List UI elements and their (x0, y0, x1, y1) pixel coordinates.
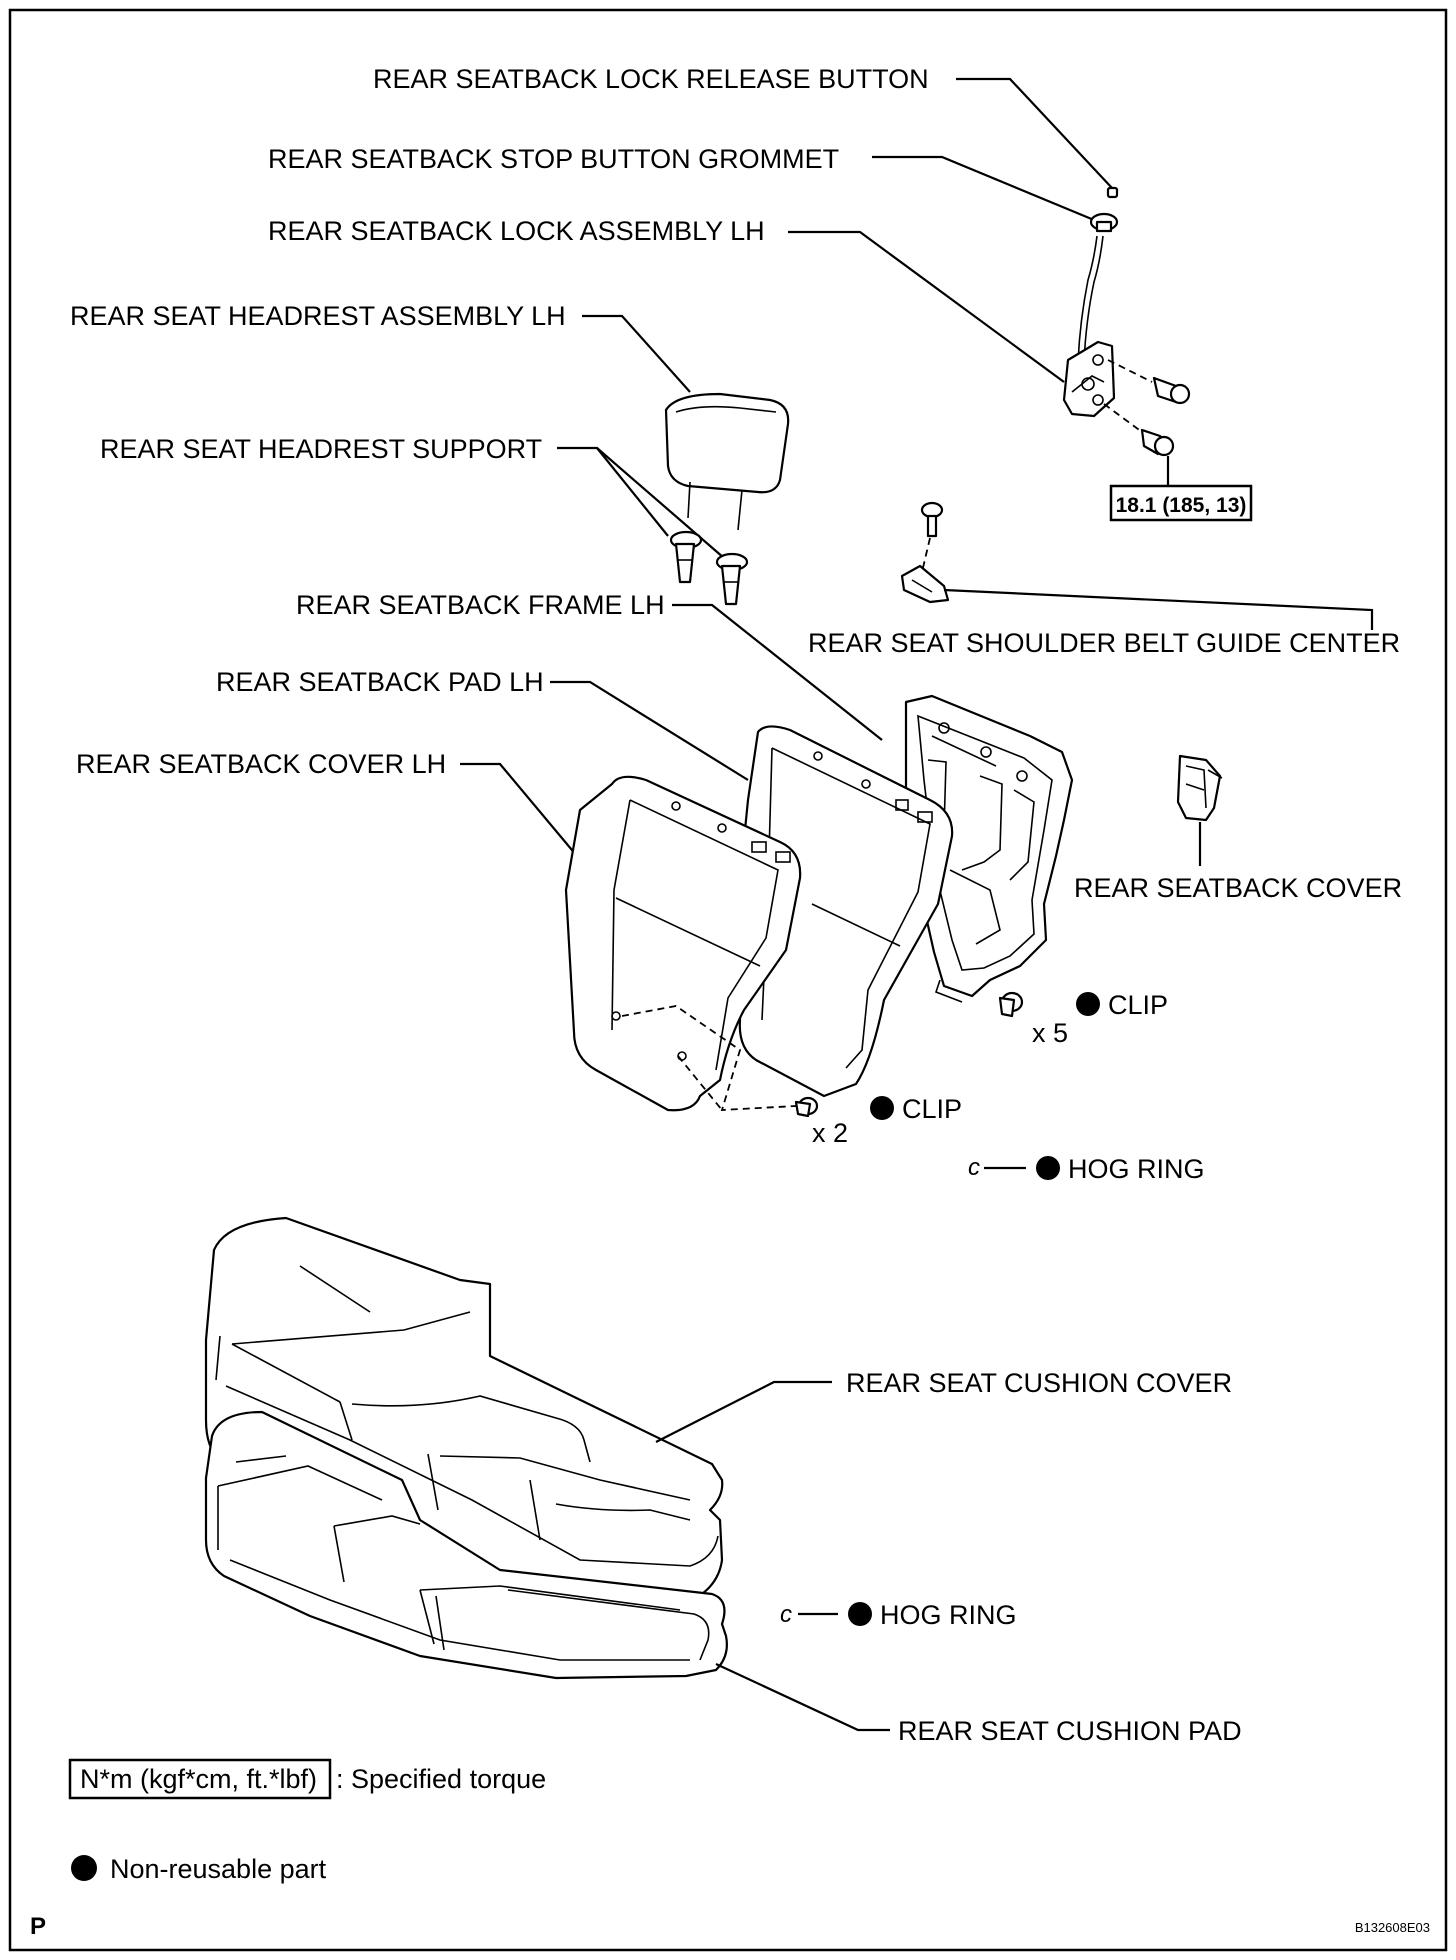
seatback-pad-part (736, 725, 954, 1098)
footer-figure-id: B132608E03 (1355, 1920, 1430, 1935)
headrest-support-left (669, 530, 703, 584)
label-hog-ring-1: HOG RING (1068, 1154, 1205, 1184)
label-lock-assembly-lh: REAR SEATBACK LOCK ASSEMBLY LH (268, 216, 765, 246)
label-clip-2: CLIP (902, 1094, 962, 1124)
label-headrest-support: REAR SEAT HEADREST SUPPORT (100, 434, 542, 464)
non-reusable-dot-hog-ring-2 (848, 1602, 872, 1626)
dash-bolt-upper (1107, 359, 1153, 383)
belt-guide-part (900, 564, 950, 604)
non-reusable-dot-clip-1 (1076, 992, 1100, 1016)
non-reusable-dot-hog-ring-1 (1036, 1156, 1060, 1180)
frame-clip-part (998, 991, 1024, 1018)
leader-cushion-pad (715, 1663, 890, 1732)
leader-headrest-support-b (596, 447, 725, 559)
legend-torque-box (68, 1758, 332, 1800)
label-clip-1: CLIP (1108, 990, 1168, 1020)
label-shoulder-belt-guide-center: REAR SEAT SHOULDER BELT GUIDE CENTER (808, 628, 1400, 658)
label-hog-ring-2: HOG RING (880, 1600, 1017, 1630)
lock-bolt-upper (1152, 376, 1191, 405)
cover-clip-part (794, 1096, 819, 1118)
quantity-clip-1: x 5 (1032, 1018, 1068, 1048)
belt-guide-screw (920, 501, 944, 538)
legend-torque-desc: : Specified torque (336, 1764, 546, 1794)
footer-left-mark: P (30, 1913, 46, 1940)
label-seatback-pad-lh: REAR SEATBACK PAD LH (216, 667, 544, 697)
leader-headrest-assembly-lh (582, 314, 691, 393)
hog-ring-symbol-1: c (968, 1154, 980, 1181)
dash-belt-guide (921, 537, 931, 573)
torque-box (1109, 484, 1253, 522)
stop-button-grommet-part (1089, 212, 1119, 233)
lock-release-button-part (1106, 186, 1119, 199)
label-stop-button-grommet: REAR SEATBACK STOP BUTTON GROMMET (268, 144, 839, 174)
leader-lock-release-button (956, 77, 1113, 189)
leader-seatback-pad-lh (550, 680, 749, 781)
legend-non-reusable-dot (71, 1855, 97, 1881)
quantity-clip-2: x 2 (812, 1118, 848, 1148)
seatback-frame-part (904, 694, 1074, 1003)
headrest-assembly-part (664, 392, 790, 531)
leader-lock-assembly-lh (788, 230, 1065, 383)
label-seatback-frame-lh: REAR SEATBACK FRAME LH (296, 590, 665, 620)
legend-torque-units: N*m (kgf*cm, ft.*lbf) (80, 1764, 317, 1794)
torque-value: 18.1 (185, 13) (1116, 494, 1247, 517)
label-seatback-cover-lh: REAR SEATBACK COVER LH (76, 749, 446, 779)
lock-assembly-part (1062, 235, 1116, 418)
leader-stop-button-grommet (872, 155, 1095, 222)
leader-belt-guide (943, 588, 1374, 630)
legend-non-reusable: Non-reusable part (110, 1854, 327, 1884)
label-headrest-assembly-lh: REAR SEAT HEADREST ASSEMBLY LH (70, 301, 566, 331)
leader-seatback-frame-lh (672, 603, 883, 741)
label-seatback-cover: REAR SEATBACK COVER (1074, 873, 1402, 903)
lock-bolt-lower (1140, 428, 1175, 457)
non-reusable-dot-clip-2 (870, 1096, 894, 1120)
headrest-support-right (715, 552, 749, 606)
label-cushion-pad: REAR SEAT CUSHION PAD (898, 1716, 1242, 1746)
cushion-pad-part (204, 1410, 728, 1680)
dash-cover-clips (621, 1005, 797, 1111)
label-lock-release-button: REAR SEATBACK LOCK RELEASE BUTTON (373, 64, 929, 94)
seatback-cover-lh-part (564, 775, 802, 1112)
seatback-cover-center-part (1176, 754, 1223, 822)
page-border (8, 8, 1448, 1952)
dash-bolt-lower (1103, 403, 1143, 433)
hog-ring-symbol-2: c (780, 1601, 792, 1628)
leader-cushion-cover (655, 1380, 832, 1443)
label-cushion-cover: REAR SEAT CUSHION COVER (846, 1368, 1232, 1398)
leader-seatback-cover-lh (460, 762, 593, 875)
